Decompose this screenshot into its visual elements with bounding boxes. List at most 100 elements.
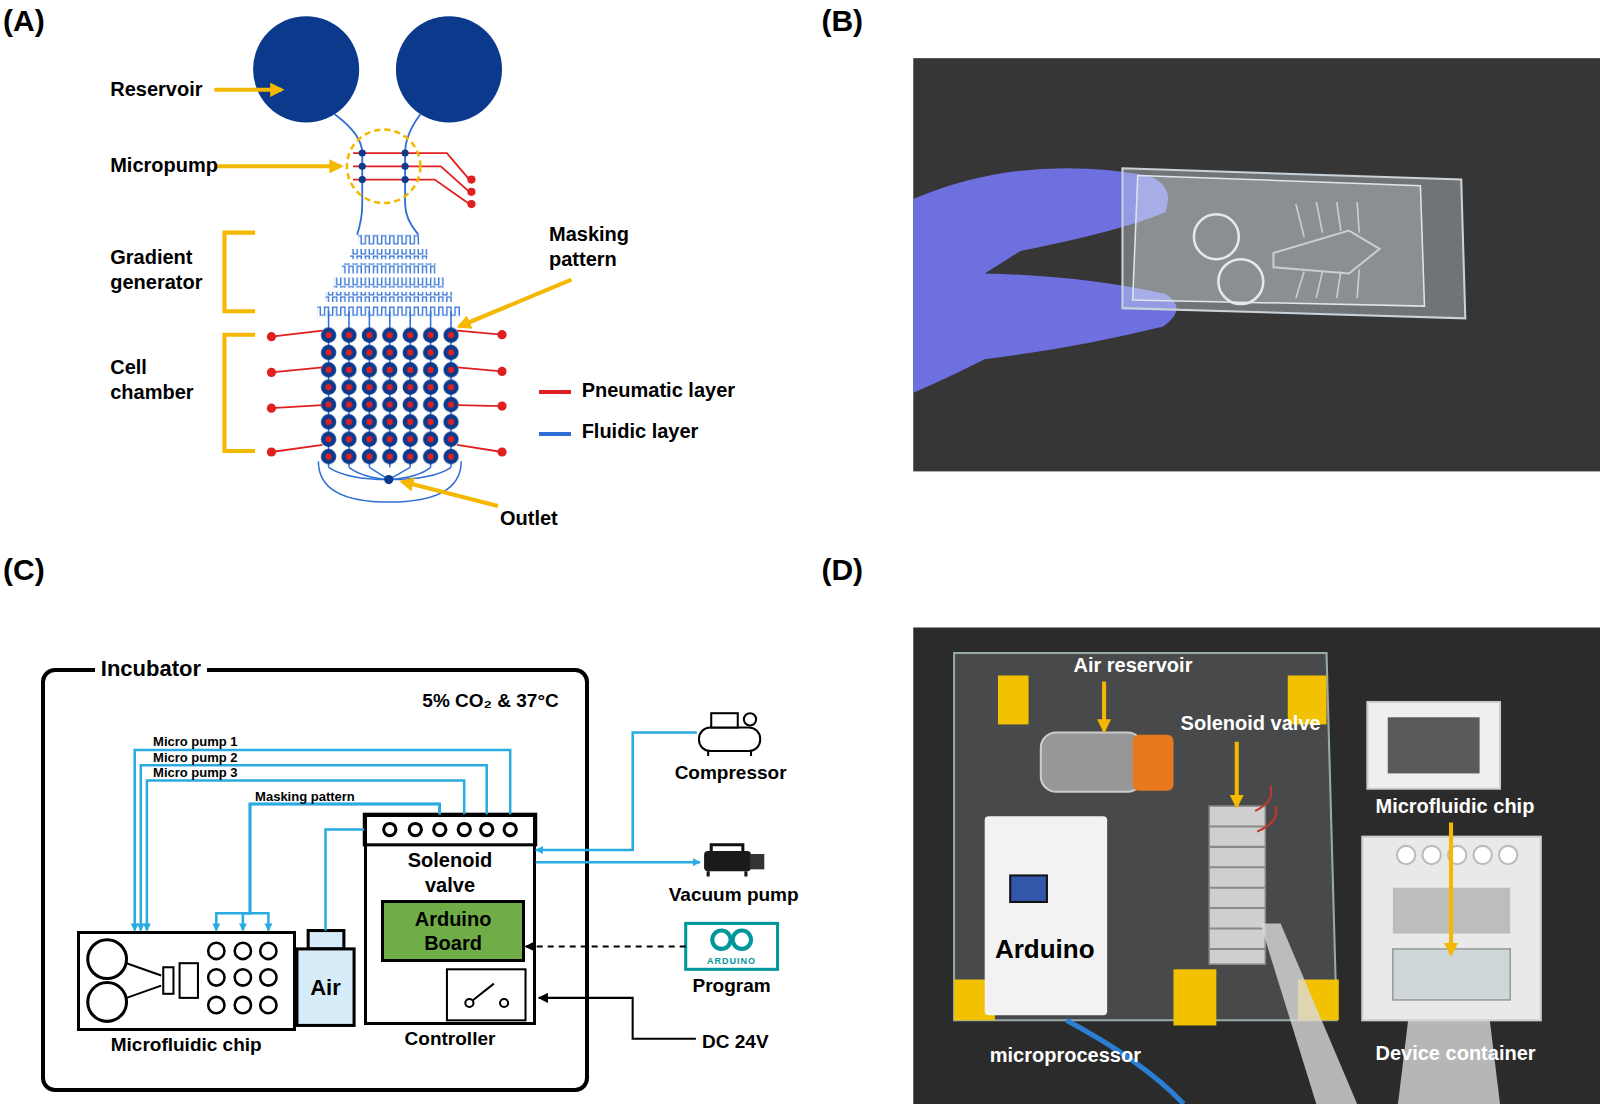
valve-port (384, 823, 517, 835)
chip-pattern (1273, 231, 1379, 274)
connector-block (1173, 969, 1216, 1025)
valve-manifold (364, 814, 535, 845)
node-label: ARDUINO (686, 956, 778, 966)
bottle-body (297, 949, 354, 1026)
connector (536, 733, 697, 850)
switch-contact (465, 999, 473, 1007)
solenoid-bank (1209, 806, 1265, 964)
node-label: Compressor (675, 762, 787, 784)
glass-slide (1122, 168, 1465, 318)
figure-label: Outlet (500, 506, 558, 531)
gradient-generator (317, 235, 460, 317)
node-label: Controller (405, 1028, 496, 1050)
node-label: Arduino Board (397, 907, 509, 955)
connector-line (536, 733, 697, 850)
tubing (1260, 923, 1357, 1104)
wire (1255, 786, 1276, 832)
system-schematic (88, 713, 778, 1038)
chip-channel (127, 963, 162, 998)
controller-box: ControllerSolenoid valveArduino Board (364, 814, 535, 1025)
outlet-channel (318, 461, 461, 502)
reservoir-hole (1218, 259, 1263, 304)
figure-label: DC 24V (702, 1030, 769, 1054)
node-label: Air (310, 975, 341, 1001)
photo-background (913, 58, 1600, 471)
chip-gradient (180, 963, 198, 998)
chip-port (1296, 202, 1359, 298)
figure-label: Micropump (110, 153, 218, 178)
figure-label: Gradient generator (110, 245, 227, 295)
edge-label: Micro pump 3 (153, 765, 238, 780)
chip-slot (1393, 949, 1510, 1000)
chip-photo (913, 58, 1600, 471)
container-lid (1367, 702, 1500, 789)
figure-label: (A) (3, 2, 45, 40)
figure-label: Air reservoir (1073, 653, 1192, 678)
pneumatic-port (467, 175, 475, 208)
figure-label: Device container (1376, 1041, 1536, 1066)
pump-highlight (347, 130, 420, 203)
power-line (539, 998, 696, 1039)
connector (536, 862, 700, 863)
callout-arrow (1104, 682, 1451, 954)
cell-chamber-array (318, 327, 461, 466)
connector (326, 830, 365, 931)
incubator-box: Incubator5% CO₂ & 37°CMicrofluidic chipA… (41, 668, 589, 1091)
arduino-board: Arduino Board (381, 900, 526, 962)
legend-label: Fluidic layer (582, 420, 699, 443)
outlet-port (384, 475, 393, 484)
chip-chamber (208, 943, 276, 1013)
figure-label: Masking pattern (549, 222, 661, 272)
channel (405, 114, 420, 234)
arduino-logo (686, 923, 778, 969)
chip-schematic (214, 16, 571, 506)
chip-reservoir (88, 940, 127, 979)
figure-label: Reservoir (110, 77, 202, 102)
chip-box: Microfluidic chip (77, 931, 296, 1031)
connector (526, 946, 686, 947)
chip-pump (163, 967, 173, 994)
air-bottle (1041, 733, 1143, 792)
connector-line (526, 945, 686, 947)
bottle-cap (1133, 735, 1174, 791)
compressor-icon: Compressor (697, 709, 764, 756)
vacuum-pump-symbol (704, 845, 764, 877)
callout-arrow (214, 90, 571, 506)
edge-label: Micro pump 2 (153, 750, 238, 765)
figure-label: (D) (821, 551, 863, 589)
node-label: Program (693, 975, 771, 997)
figure-label: (B) (821, 2, 863, 40)
figure-label: Cell chamber (110, 355, 212, 405)
program-logo: ARDUINOProgram (686, 923, 778, 969)
pneumatic-line (353, 153, 469, 204)
node-label: 5% CO₂ & 37°C (422, 690, 558, 712)
switch-contact (500, 999, 508, 1007)
valve-dot (359, 149, 409, 183)
figure-label: Arduino (995, 933, 1095, 966)
figure-label: (C) (3, 551, 45, 589)
lid-window (1388, 717, 1480, 773)
node-label: Microfluidic chip (111, 1034, 262, 1056)
connector-line (326, 830, 365, 931)
legend-swatch (539, 390, 572, 394)
edge-label: Micro pump 1 (153, 734, 238, 749)
reservoir-hole (1194, 214, 1239, 259)
masking-line (271, 331, 502, 452)
photo-background (913, 628, 1600, 1104)
valve-segment (1209, 826, 1265, 948)
tube-port (1397, 846, 1517, 864)
figure-label: Microfluidic chip (1376, 794, 1535, 819)
bottle-neck (308, 931, 344, 949)
edge-label: Masking pattern (255, 789, 355, 804)
reservoir (253, 16, 359, 122)
chip-reservoir (88, 983, 127, 1022)
compressor-symbol (699, 713, 760, 756)
display (1010, 875, 1047, 902)
reservoir (396, 16, 502, 122)
connector-line (536, 861, 700, 864)
solenoid-valve: Solenoid valve (364, 814, 535, 900)
air-bottle: Air (297, 931, 354, 1026)
